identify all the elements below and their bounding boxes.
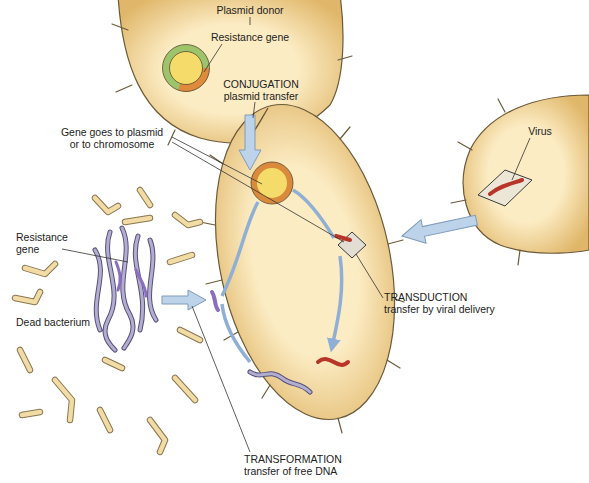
transformation-arrow: [162, 290, 206, 310]
process-heading: TRANSFORMATION: [244, 453, 364, 465]
part-label: Resistance gene: [200, 31, 300, 43]
viral-gene: [490, 180, 522, 194]
chromosome: [250, 372, 310, 392]
injected-gene: [336, 236, 350, 240]
plasmid-outline: [170, 52, 203, 85]
process-heading: CONJUGATION: [206, 78, 316, 90]
part-label: Resistance gene: [16, 231, 78, 255]
virus-symbol: [478, 170, 532, 206]
donor-plasmid: [166, 48, 206, 88]
free-gene: [212, 292, 218, 310]
plasmid-outline: [163, 45, 210, 92]
pili: [200, 127, 404, 433]
note-label: Gene goes to plasmid or to chromosome: [58, 126, 166, 150]
chromosome: [250, 372, 310, 392]
gene-path-arrow: [222, 190, 342, 362]
process-description: transfer by viral delivery: [384, 303, 524, 315]
transfer-arrow: [239, 115, 261, 170]
transfer-arrow: [162, 290, 206, 310]
cell-fragment: [15, 190, 200, 452]
cell-fragment: [15, 190, 200, 452]
transduction-arrow: [400, 208, 479, 247]
dna-strand: [95, 228, 156, 350]
leader-line: [62, 17, 530, 452]
plasmid-outline: [251, 162, 293, 204]
part-label: Plasmid donor: [205, 4, 295, 16]
transfer-arrow: [400, 208, 479, 247]
inserted-gene: [318, 359, 348, 365]
recipient-bacterium: [189, 88, 422, 436]
part-label: Dead bacterium: [16, 316, 116, 328]
resistance-gene-segment: [116, 262, 146, 296]
dna-strand: [95, 228, 156, 350]
conjugation-arrow: [239, 115, 261, 170]
part-label: Virus: [518, 125, 562, 137]
process-description: transfer of free DNA: [244, 465, 384, 477]
host-bacterium: [463, 95, 589, 253]
process-heading: TRANSDUCTION: [384, 291, 504, 303]
process-description: plasmid transfer: [206, 90, 316, 102]
